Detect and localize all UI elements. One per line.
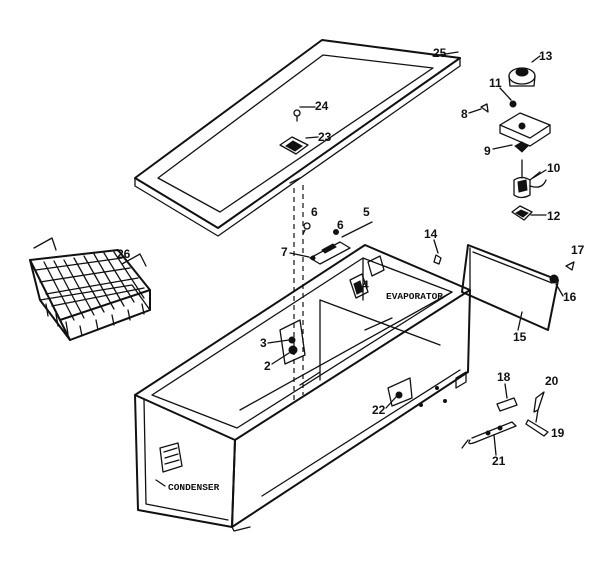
leader-9 — [492, 144, 513, 150]
thermostat — [513, 159, 547, 199]
callout-21: 21 — [492, 454, 506, 468]
leader-15 — [517, 311, 523, 331]
mounting-screw-8a — [480, 103, 489, 113]
handle-screw — [293, 109, 301, 122]
face-screw-a — [435, 386, 439, 390]
callout-7: 7 — [281, 245, 288, 259]
leader-25 — [432, 51, 459, 57]
thermostat-knob — [508, 67, 536, 87]
callout-5: 5 — [363, 205, 370, 219]
callout-22: 22 — [372, 403, 386, 417]
face-screw-c — [443, 399, 447, 403]
hinge-screw-6a — [302, 222, 311, 235]
callout-15: 15 — [513, 330, 527, 344]
label-condenser: CONDENSER — [168, 482, 220, 493]
leader-21 — [493, 434, 497, 456]
leader-3 — [267, 339, 290, 344]
callout-8a: 8 — [461, 107, 468, 121]
leader-14 — [433, 239, 439, 254]
callout-24: 24 — [315, 99, 329, 113]
callout-18: 18 — [497, 370, 511, 384]
callout-12: 12 — [547, 209, 561, 223]
basket-wire-grid — [35, 251, 145, 337]
leader-11 — [499, 87, 512, 101]
hinge-screw-6b — [333, 229, 339, 235]
thermostat-bracket — [499, 112, 551, 153]
callout-11: 11 — [489, 76, 502, 90]
label-evaporator: EVAPORATOR — [386, 291, 443, 302]
drain-plug — [433, 254, 442, 265]
face-screw-b — [419, 403, 423, 407]
lid — [134, 39, 461, 237]
lid-handle — [279, 136, 309, 155]
bracket-18 — [496, 397, 518, 412]
leader-13 — [531, 55, 541, 63]
leader-2 — [271, 352, 290, 365]
callout-9: 9 — [484, 144, 491, 158]
side-plate — [387, 377, 413, 407]
hinge — [309, 241, 351, 265]
back-panel — [461, 244, 559, 331]
callout-17: 17 — [571, 243, 585, 257]
callout-3: 3 — [260, 336, 267, 350]
callout-13: 13 — [539, 49, 553, 63]
leader-22 — [385, 396, 397, 409]
callout-6b: 6 — [337, 218, 344, 232]
thermostat-screw-11 — [509, 100, 517, 108]
cable-assembly — [461, 421, 517, 449]
latch — [525, 391, 549, 437]
liner-clip — [279, 319, 306, 365]
leader-16 — [555, 283, 564, 297]
callout-4: 4 — [362, 278, 369, 292]
leader-7 — [289, 252, 310, 258]
callout-10: 10 — [547, 161, 561, 175]
callout-2: 2 — [264, 359, 271, 373]
leader-10 — [532, 169, 547, 179]
evaporator-clip — [349, 255, 385, 299]
callout-20: 20 — [545, 374, 559, 388]
leader-18 — [504, 383, 508, 399]
hinge-pin — [341, 221, 373, 238]
condenser-grille — [159, 442, 183, 473]
leader-23 — [305, 136, 319, 139]
leader-condenser — [155, 479, 166, 487]
thermostat-cover — [511, 205, 533, 221]
leader-8a — [468, 108, 482, 114]
panel-screw-17 — [565, 261, 575, 271]
callout-26: 26 — [117, 247, 131, 261]
storage-basket — [29, 237, 151, 341]
panel-screw-16 — [549, 274, 559, 284]
callout-19: 19 — [551, 426, 565, 440]
callout-6a: 6 — [311, 205, 318, 219]
callout-16: 16 — [563, 290, 577, 304]
callout-25: 25 — [433, 46, 447, 60]
callout-23: 23 — [318, 130, 332, 144]
callout-14: 14 — [424, 227, 438, 241]
